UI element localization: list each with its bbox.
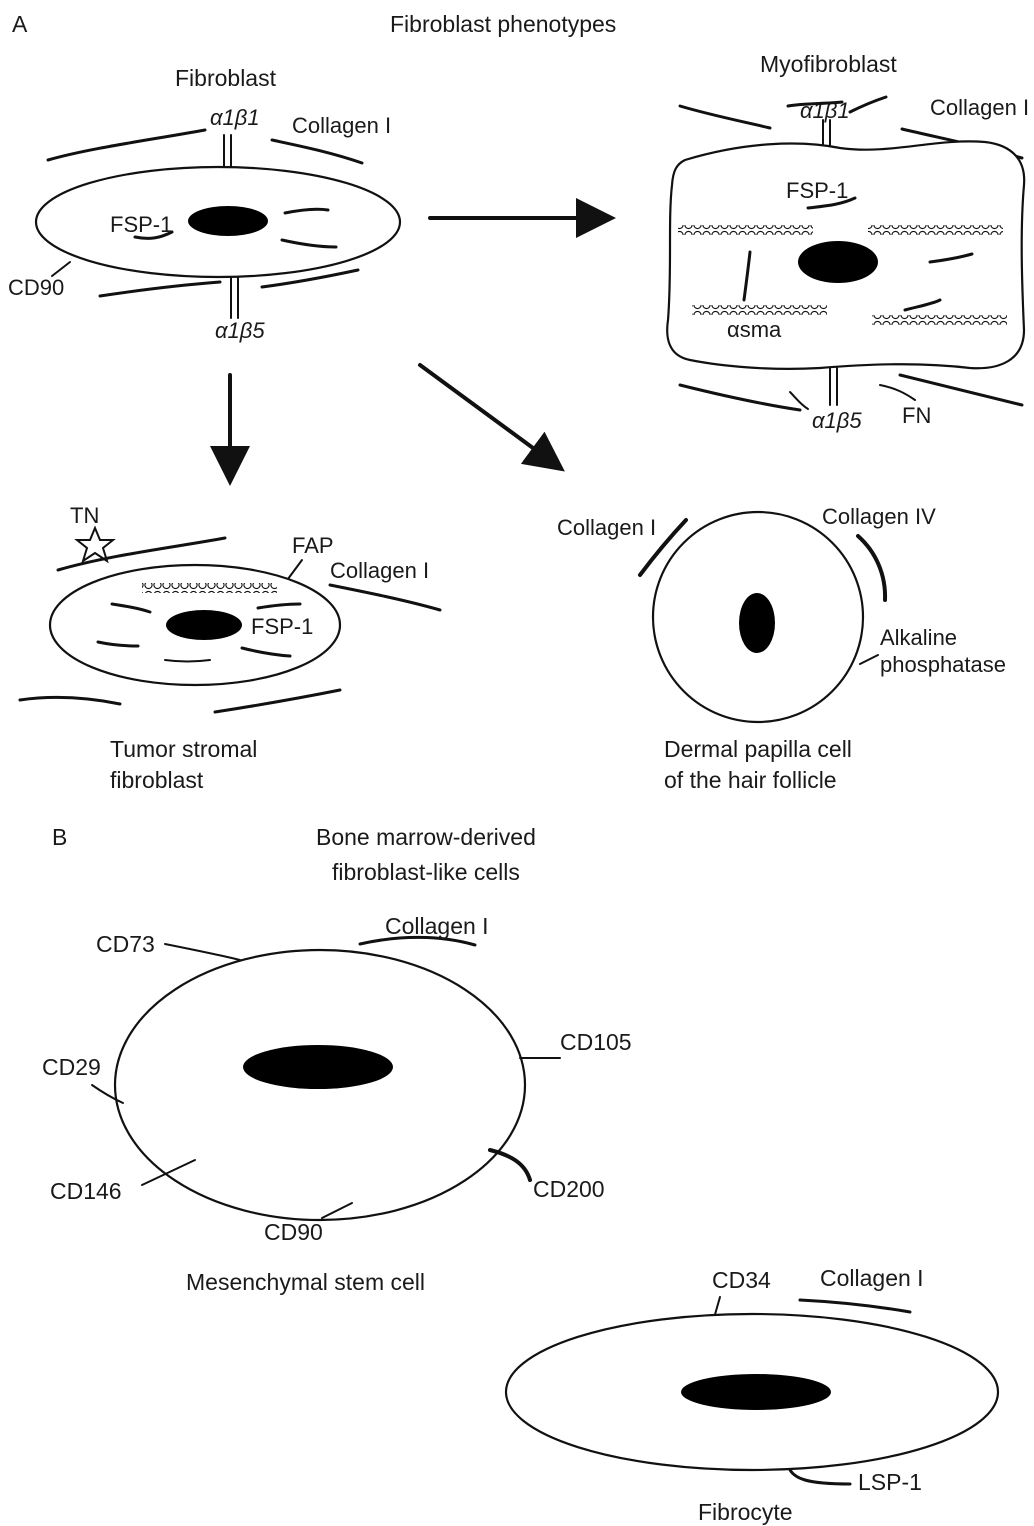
papilla-collagen1-label: Collagen I	[557, 515, 656, 540]
collagen-fiber	[680, 385, 800, 410]
collagen-fiber	[900, 375, 1022, 405]
msc-cd29-label: CD29	[42, 1054, 101, 1080]
asma-stress-fiber	[872, 315, 1007, 325]
myofibroblast-asma-label: αsma	[727, 317, 782, 342]
collagen-fiber	[100, 282, 220, 296]
collagen-fiber	[850, 97, 886, 112]
lsp1-marker-line	[790, 1470, 850, 1484]
fibroblast-cell-group: Fibroblast α1β1 Collagen I FSP-1 CD90 α1…	[8, 65, 400, 343]
fibrocyte-collagen-label: Collagen I	[820, 1265, 924, 1291]
msc-cd200-label: CD200	[533, 1176, 605, 1202]
cd73-marker-line	[165, 944, 240, 960]
myofibroblast-integrin-bottom-label: α1β5	[812, 408, 862, 433]
asma-stress-fiber	[868, 225, 1003, 235]
papilla-caption-line2: of the hair follicle	[664, 767, 837, 793]
dermal-papilla-group: Collagen I Collagen IV Alkaline phosphat…	[557, 504, 1006, 793]
arrow-to-dermal-papilla	[420, 365, 552, 462]
panel-a-letter: A	[12, 11, 28, 37]
msc-cd90-label: CD90	[264, 1219, 323, 1245]
collagen-fiber	[330, 585, 440, 610]
panel-b-title-line1: Bone marrow-derived	[316, 824, 536, 850]
tumor-fsp1-label: FSP-1	[251, 614, 313, 639]
tumor-fibroblast-group: TN FAP Collagen I FSP-1 Tumor stromal fi…	[20, 503, 440, 793]
fibroblast-collagen-label: Collagen I	[292, 113, 391, 138]
collagen-fiber	[215, 690, 340, 712]
fibroblast-fsp1-label: FSP-1	[110, 212, 172, 237]
tenascin-star-icon	[77, 528, 113, 561]
collagen-fiber	[800, 1300, 910, 1312]
fibroblast-title: Fibroblast	[175, 65, 277, 91]
fap-bead-chain	[142, 583, 277, 593]
myofibroblast-cell-group: Myofibroblast α1β1 Collagen I FSP-1 αsma…	[667, 51, 1029, 433]
fibrocyte-caption: Fibrocyte	[698, 1499, 793, 1525]
papilla-alkaline-label-line1: Alkaline	[880, 625, 957, 650]
msc-cd73-label: CD73	[96, 931, 155, 957]
papilla-caption-line1: Dermal papilla cell	[664, 736, 852, 762]
fibrocyte-cd34-label: CD34	[712, 1267, 771, 1293]
myofibroblast-fsp1-label: FSP-1	[786, 178, 848, 203]
alkaline-marker-line	[860, 655, 878, 664]
msc-cd146-label: CD146	[50, 1178, 122, 1204]
collagen-fiber	[48, 130, 205, 160]
fibroblast-nucleus	[188, 206, 268, 236]
papilla-collagen4-label: Collagen IV	[822, 504, 936, 529]
msc-cd105-label: CD105	[560, 1029, 632, 1055]
tumor-tn-label: TN	[70, 503, 99, 528]
myofibroblast-fn-label: FN	[902, 403, 931, 428]
fibrocyte-lsp1-label: LSP-1	[858, 1469, 922, 1495]
panel-b-letter: B	[52, 824, 67, 850]
cd90-marker-line	[52, 262, 70, 276]
mesenchymal-stem-cell-group: Collagen I CD73 CD105 CD29 CD146 CD200 C…	[42, 913, 632, 1295]
collagen-fiber	[680, 106, 770, 128]
dermal-papilla-nucleus	[739, 593, 775, 653]
msc-caption: Mesenchymal stem cell	[186, 1269, 425, 1295]
panel-a-title: Fibroblast phenotypes	[390, 11, 616, 37]
fibroblast-integrin-bottom-label: α1β5	[215, 318, 265, 343]
myofibroblast-title: Myofibroblast	[760, 51, 897, 77]
collagen-fiber	[272, 140, 362, 163]
fibroblast-cd90-label: CD90	[8, 275, 64, 300]
tumor-fap-label: FAP	[292, 533, 334, 558]
asma-stress-fiber	[678, 225, 813, 235]
tumor-fibroblast-nucleus	[166, 610, 242, 640]
tumor-collagen-label: Collagen I	[330, 558, 429, 583]
collagen-fiber	[20, 697, 120, 704]
panel-b-title-line2: fibroblast-like cells	[332, 859, 520, 885]
collagen-iv-fiber	[858, 536, 885, 600]
tumor-caption-line1: Tumor stromal	[110, 736, 257, 762]
msc-nucleus	[243, 1045, 393, 1089]
myofibroblast-collagen-label: Collagen I	[930, 95, 1029, 120]
myofibroblast-nucleus	[798, 241, 878, 283]
msc-collagen-label: Collagen I	[385, 913, 489, 939]
fibrocyte-group: CD34 Collagen I LSP-1 Fibrocyte	[506, 1265, 998, 1525]
fn-fiber	[880, 385, 915, 400]
fibroblast-integrin-top-label: α1β1	[210, 105, 260, 130]
integrin-short-fiber	[790, 392, 808, 409]
tumor-caption-line2: fibroblast	[110, 767, 204, 793]
papilla-alkaline-label-line2: phosphatase	[880, 652, 1006, 677]
fibrocyte-nucleus	[681, 1374, 831, 1410]
asma-stress-fiber	[692, 305, 827, 315]
